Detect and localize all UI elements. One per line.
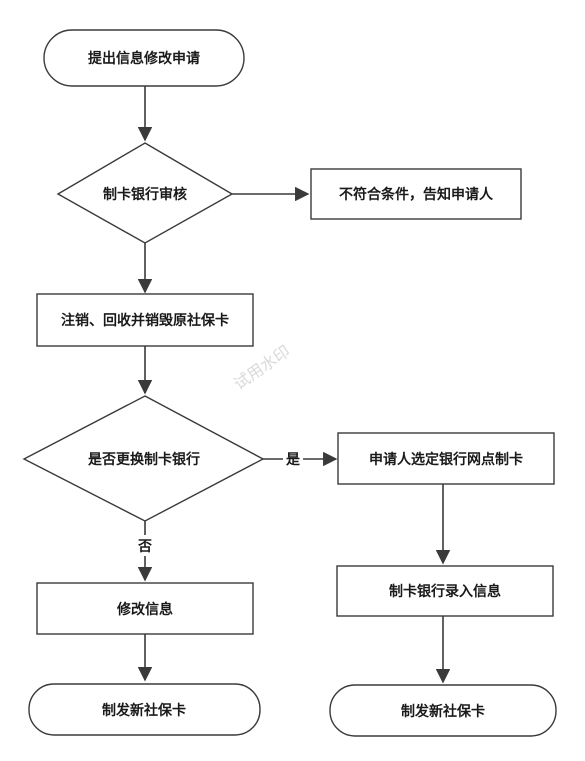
modify-info-node-label: 修改信息: [116, 601, 173, 618]
edge-label-yes: 是: [286, 452, 301, 468]
edge-label-no: 否: [137, 539, 152, 555]
start-node-label: 提出信息修改申请: [88, 50, 200, 67]
review-decision: [56, 142, 234, 244]
issue-card-right-node: [329, 684, 557, 737]
cancel-node-label: 注销、回收并销毁原社保卡: [61, 312, 229, 329]
reject-node: [310, 168, 522, 220]
modify-info-node: [36, 582, 254, 635]
bank-record-node: [336, 565, 554, 617]
change-bank-decision-label: 是否更换制卡银行: [88, 451, 200, 468]
issue-card-right-label: 制发新社保卡: [401, 703, 485, 720]
cancel-node: [36, 293, 254, 347]
select-outlet-node-label: 申请人选定银行网点制卡: [369, 451, 523, 468]
review-decision-label: 制卡银行审核: [103, 186, 187, 203]
issue-card-left-label: 制发新社保卡: [102, 702, 186, 719]
reject-node-label: 不符合条件，告知申请人: [339, 186, 494, 203]
start-node: [43, 29, 245, 87]
watermark-text: 试用水印: [230, 341, 293, 393]
bank-record-node-label: 制卡银行录入信息: [389, 583, 501, 600]
issue-card-left-node: [28, 683, 261, 736]
change-bank-decision: [22, 395, 265, 522]
select-outlet-node: [337, 432, 555, 485]
